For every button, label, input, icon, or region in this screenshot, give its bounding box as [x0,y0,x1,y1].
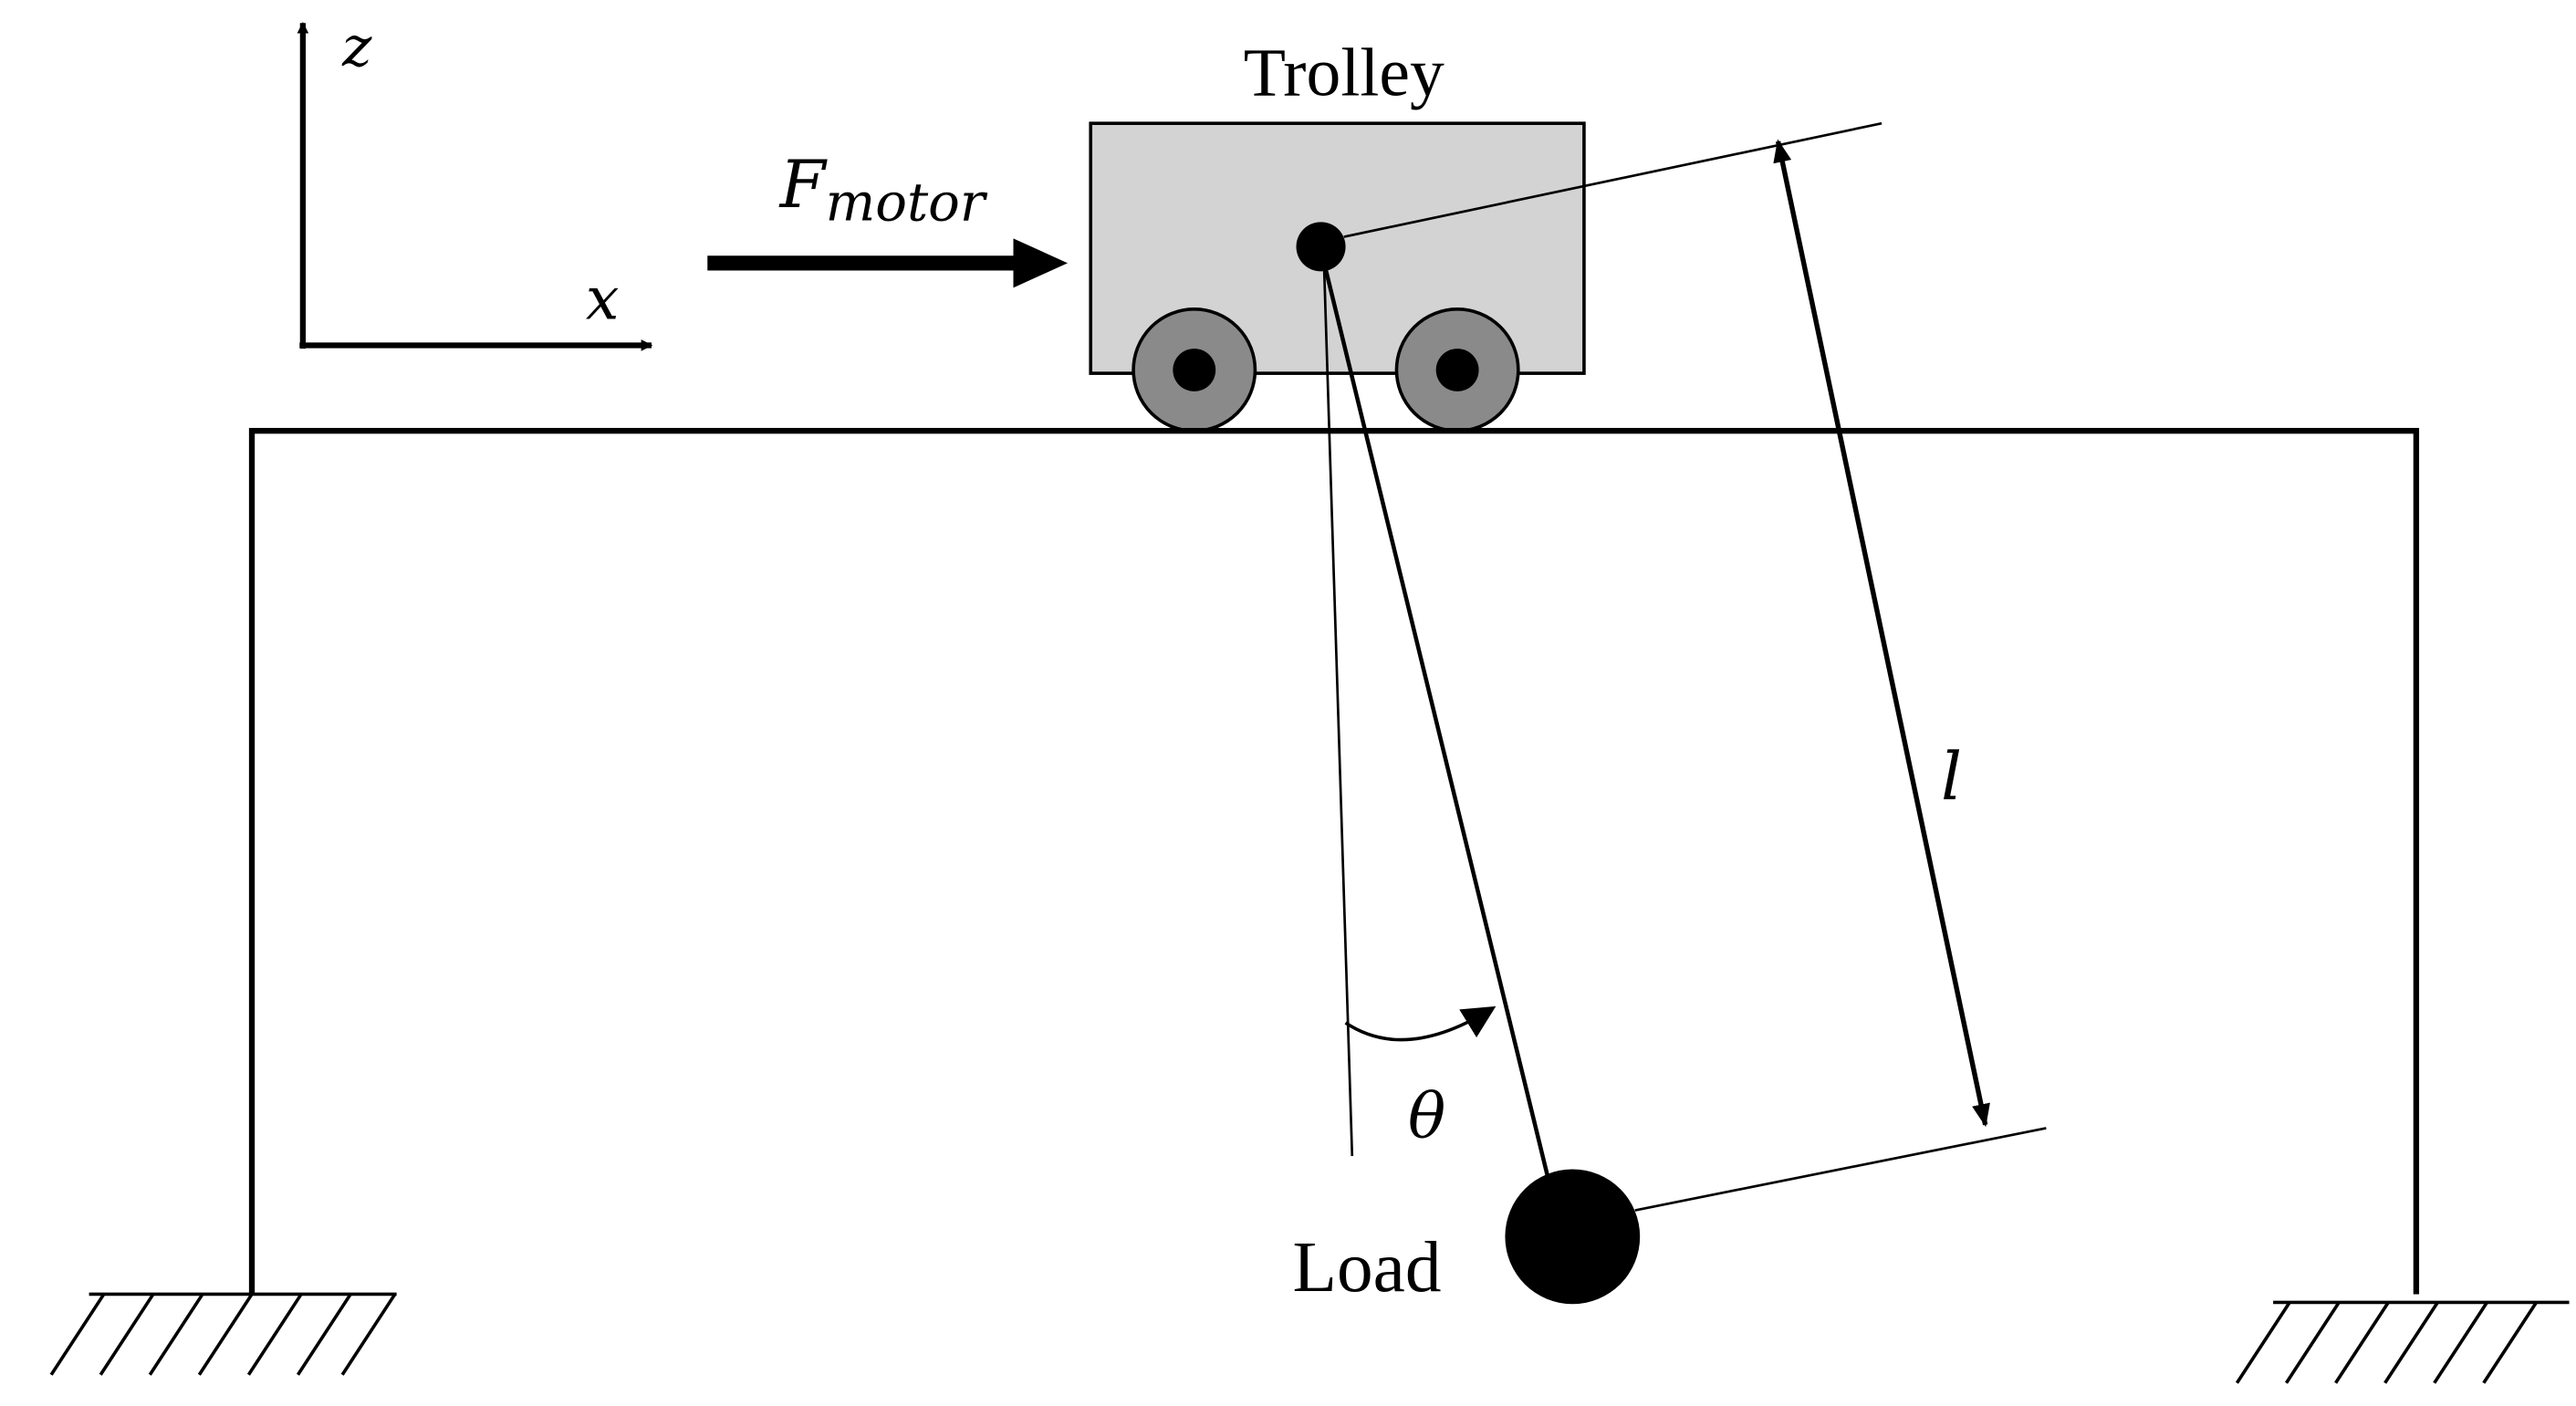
force-symbol: F [778,147,829,224]
load-mass [1505,1169,1641,1305]
pivot-point [1296,222,1346,272]
force-label: Fmotor [778,147,988,233]
z-axis-label: z [341,15,372,79]
length-label: l [1941,739,1962,816]
length-dimension-arrow [1773,139,1990,1128]
cable [1321,262,1552,1185]
trolley-label: Trolley [1244,36,1444,111]
extension-line-bottom [1634,1127,2047,1212]
wheel-right [1394,307,1520,433]
force-arrow-head [1013,238,1068,288]
trolley: Trolley [1089,36,1586,433]
left-ground-support [49,1292,397,1376]
force-subscript: motor [826,172,988,234]
pendulum: θ Load [1293,262,1641,1307]
x-axis-label: x [586,266,620,334]
angle-label: θ [1408,1080,1445,1153]
right-ground-support [2235,1300,2570,1384]
wheel-left [1132,307,1257,433]
length-dimension: l [1343,121,2047,1212]
coordinate-axes: z x [297,15,653,351]
frame-beam-and-legs [248,428,2420,1295]
motor-force: Fmotor [707,147,1068,288]
gantry-frame [49,428,2570,1384]
angle-arc [1344,1005,1497,1042]
vertical-reference-line [1322,269,1354,1157]
load-label: Load [1293,1227,1442,1307]
